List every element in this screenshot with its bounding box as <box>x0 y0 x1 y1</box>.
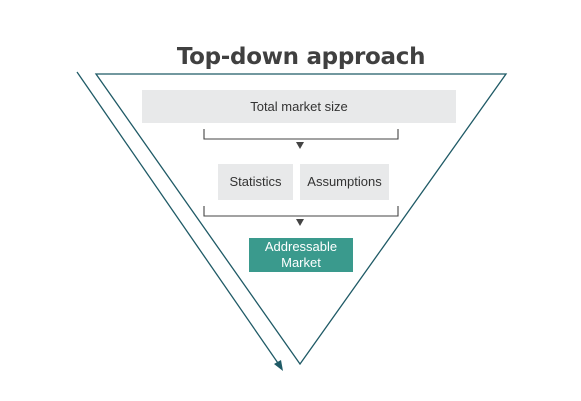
direction-arrow-line <box>76 71 281 367</box>
arrow-down-icon <box>296 142 304 149</box>
diagram-title: Top-down approach <box>176 44 426 70</box>
assumptions-box: Assumptions <box>300 164 389 200</box>
total-market-size-box: Total market size <box>142 90 456 123</box>
direction-arrow-head <box>274 360 283 371</box>
bracket-connector-2 <box>203 206 399 217</box>
bracket-connector-1 <box>203 129 399 140</box>
addressable-market-box: Addressable Market <box>249 238 353 272</box>
arrow-down-icon <box>296 219 304 226</box>
statistics-box: Statistics <box>218 164 293 200</box>
funnel-triangle <box>94 73 508 366</box>
